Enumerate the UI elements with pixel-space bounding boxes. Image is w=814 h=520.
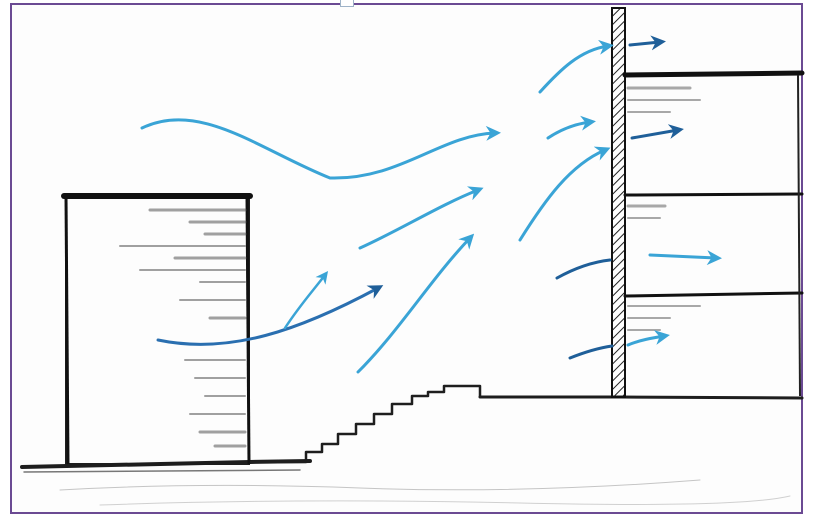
stepped-terrain [250, 386, 480, 462]
airflow-arrow [520, 150, 605, 240]
ground-line [22, 397, 802, 505]
airflow-arrow [632, 130, 678, 138]
right-building [625, 73, 802, 396]
airflow-arrow [360, 190, 478, 248]
airflow-arrow [548, 122, 590, 138]
airflow-arrow [650, 255, 716, 258]
left-building [64, 196, 250, 464]
airflow-arrow [540, 46, 608, 92]
airflow-arrow [557, 260, 610, 278]
airflow-arrow [358, 238, 470, 372]
airflow-arrow [570, 346, 612, 358]
airflow-arrow [285, 275, 325, 328]
airflow-arrow [142, 120, 495, 178]
airflow-arrow [630, 42, 660, 45]
airflow-arrow [628, 336, 664, 345]
airflow-arrow [158, 288, 378, 344]
perforated-wall [612, 8, 625, 397]
